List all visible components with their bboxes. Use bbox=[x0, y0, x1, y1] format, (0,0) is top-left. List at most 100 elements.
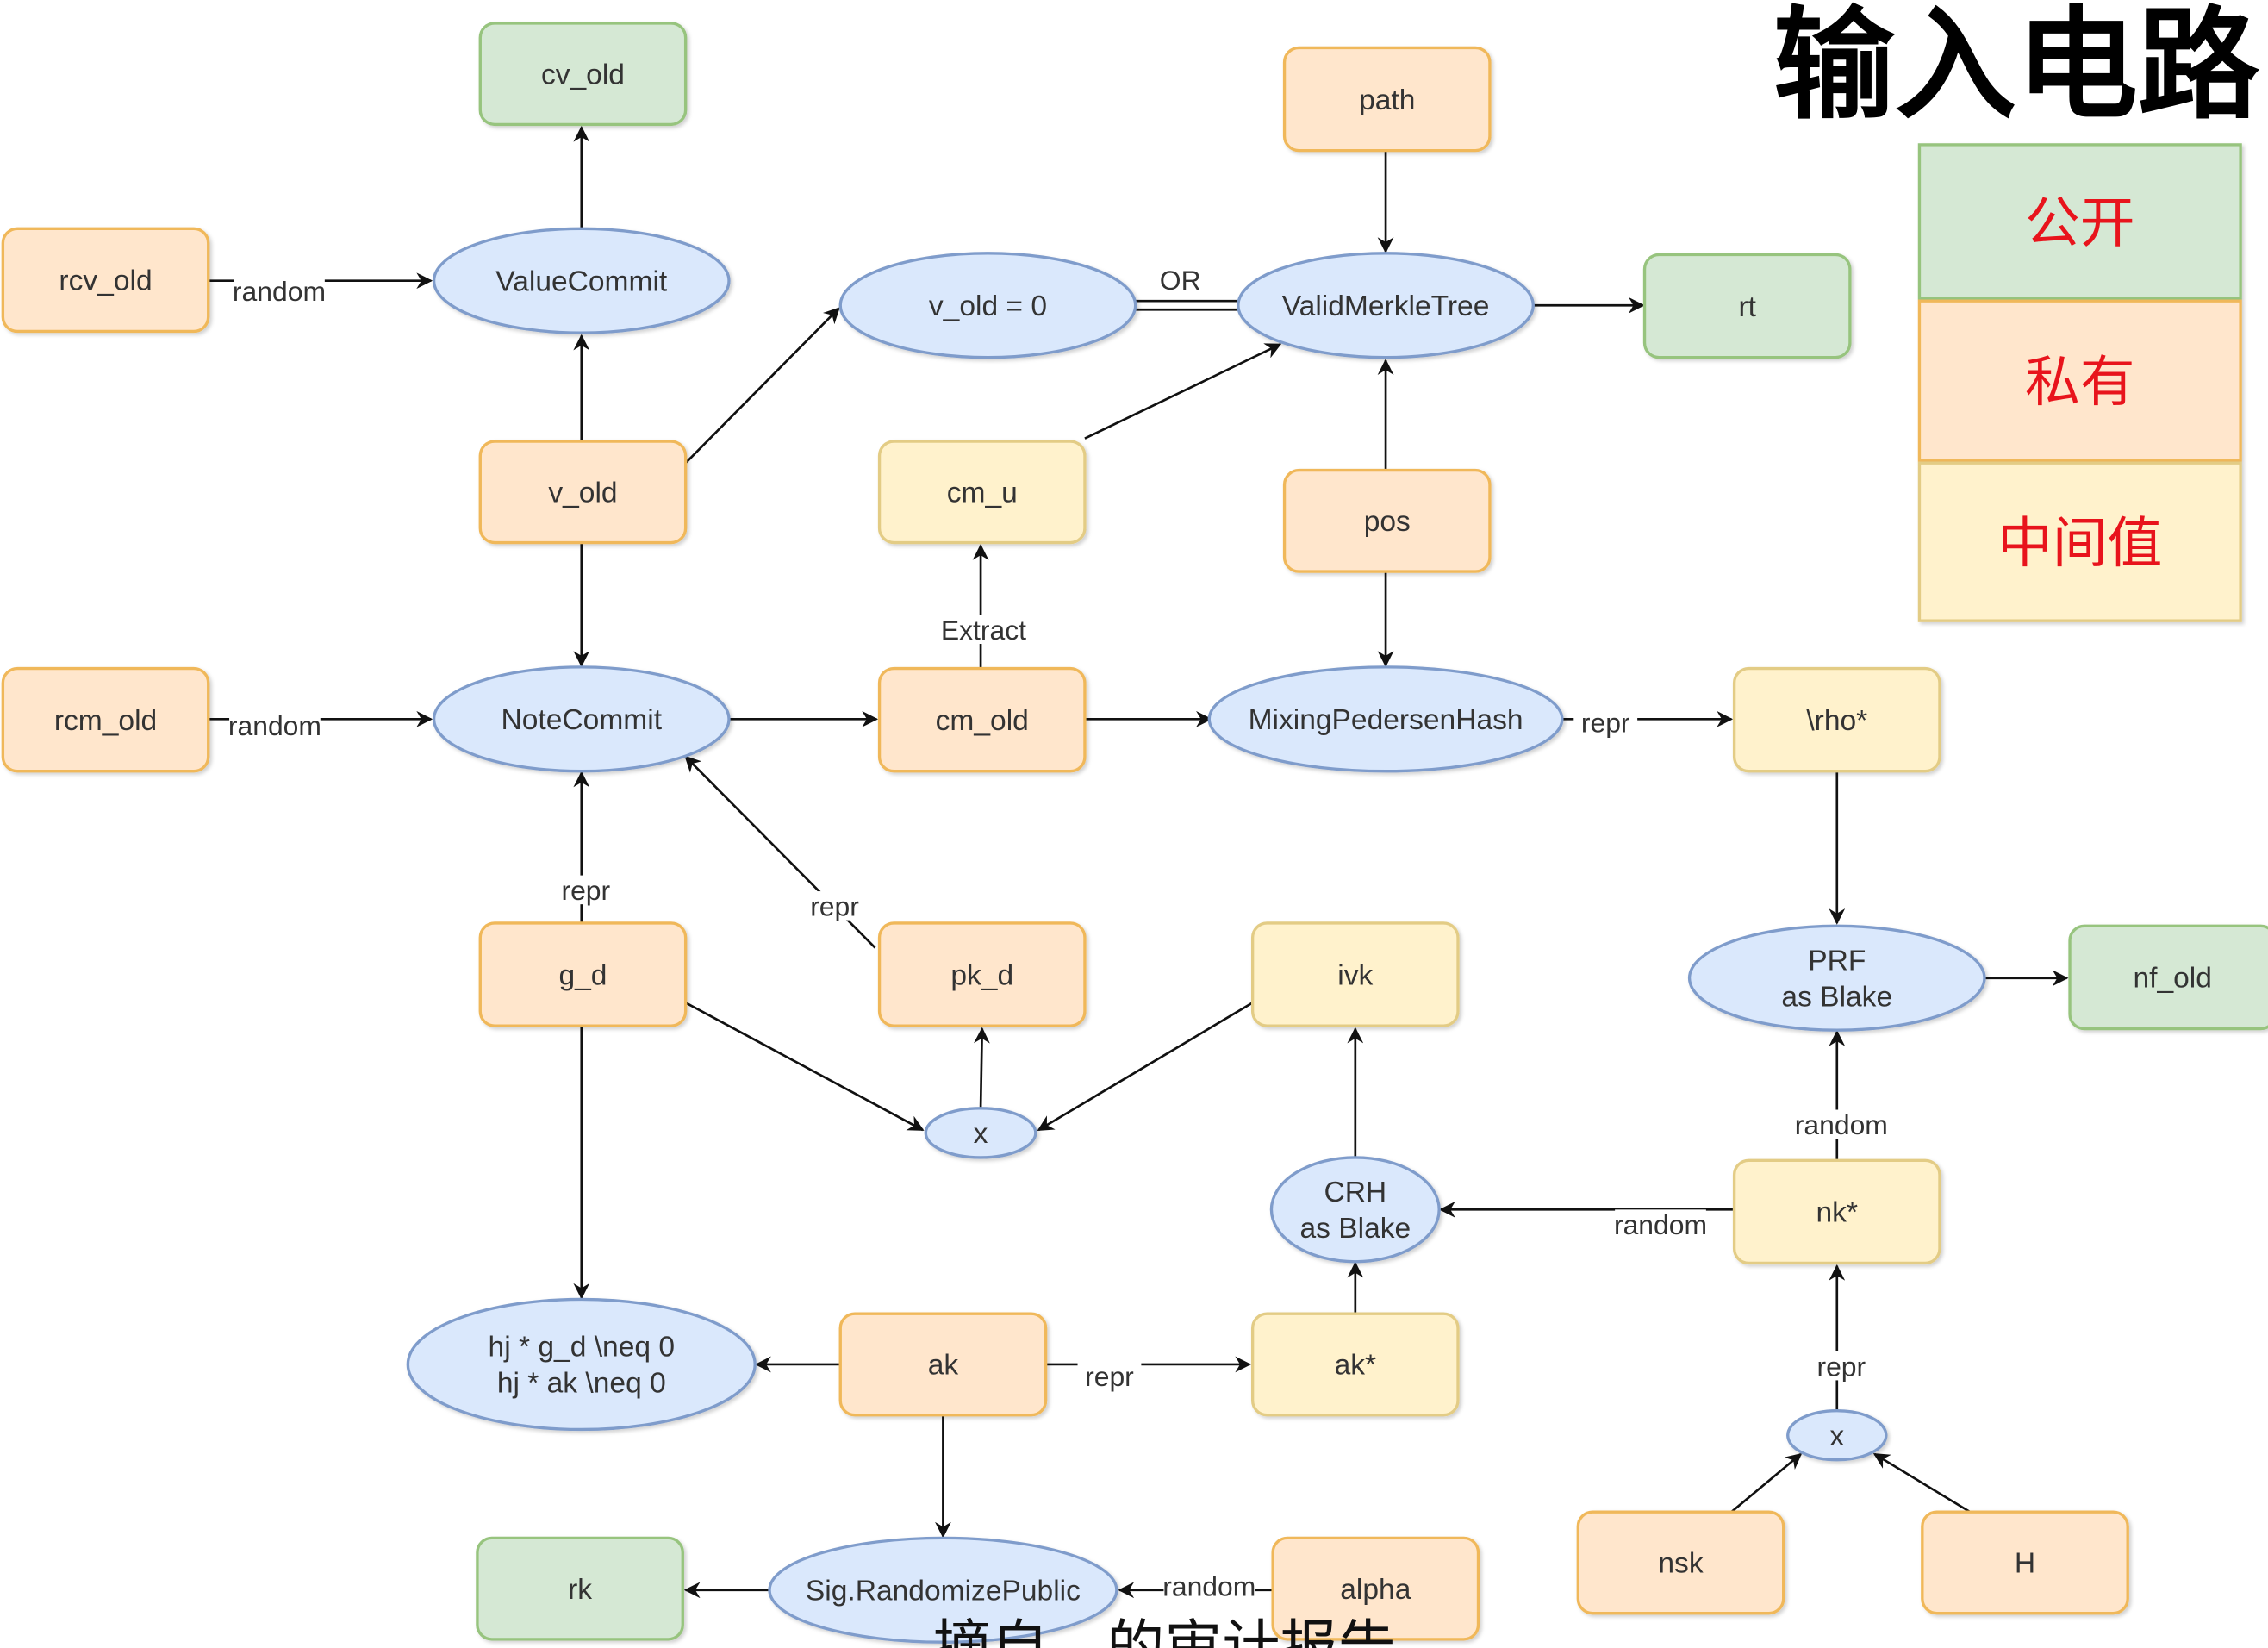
node-label: cv_old bbox=[541, 59, 625, 91]
node-box bbox=[1732, 666, 1941, 773]
node-cm_old[interactable]: cm_old bbox=[877, 666, 1087, 773]
node-box bbox=[1250, 921, 1460, 1027]
node-cm_u[interactable]: cm_u bbox=[877, 440, 1087, 545]
edge-v_old_zero-to-ValidMerkleTree: OR bbox=[1135, 265, 1240, 311]
node-ak[interactable]: ak bbox=[838, 1312, 1048, 1417]
legend-swatch bbox=[1917, 143, 2242, 300]
node-SigRand[interactable]: Sig.RandomizePublic bbox=[768, 1536, 1118, 1644]
edge-label: repr bbox=[1085, 1361, 1134, 1392]
node-g_d[interactable]: g_d bbox=[478, 921, 688, 1027]
edge-H-to-x2 bbox=[1872, 1452, 1971, 1514]
node-label: pos bbox=[1364, 506, 1411, 538]
edge-label: OR bbox=[1160, 265, 1201, 296]
edge-label: random bbox=[1162, 1571, 1256, 1602]
node-label: MixingPedersenHash bbox=[1249, 704, 1523, 736]
node-box bbox=[877, 921, 1087, 1027]
legend-item-intermediate: 中间值 bbox=[1917, 461, 2242, 622]
node-v_old[interactable]: v_old bbox=[478, 440, 688, 545]
node-label: nsk bbox=[1658, 1548, 1703, 1580]
node-box bbox=[877, 666, 1087, 773]
legend-label: 中间值 bbox=[1997, 512, 2162, 576]
node-box bbox=[1282, 468, 1492, 573]
node-box bbox=[476, 1536, 684, 1641]
node-ValidMerkleTree[interactable]: ValidMerkleTree bbox=[1237, 252, 1535, 359]
node-ValueCommit[interactable]: ValueCommit bbox=[432, 227, 731, 334]
node-ellipse bbox=[1207, 665, 1564, 773]
node-box bbox=[877, 440, 1087, 545]
node-x1[interactable]: x bbox=[924, 1107, 1037, 1159]
node-path[interactable]: path bbox=[1282, 46, 1492, 153]
node-cv_old[interactable]: cv_old bbox=[478, 22, 688, 127]
node-label: Sig.RandomizePublic bbox=[806, 1576, 1081, 1607]
node-label: ak* bbox=[1335, 1350, 1377, 1382]
node-ellipse bbox=[1687, 924, 1986, 1032]
node-box bbox=[1642, 253, 1852, 359]
edge-nk-to-PRF: random bbox=[1795, 1029, 1888, 1161]
edge-x2-to-nk: repr bbox=[1809, 1264, 1873, 1411]
node-label: x bbox=[974, 1118, 988, 1150]
node-ellipse bbox=[924, 1107, 1037, 1159]
edge-alpha-to-SigRand: random bbox=[1118, 1571, 1274, 1602]
node-nsk[interactable]: nsk bbox=[1576, 1510, 1785, 1615]
node-nf_old[interactable]: nf_old bbox=[2068, 924, 2268, 1031]
node-rcv_old[interactable]: rcv_old bbox=[1, 227, 210, 334]
edge-label-bg bbox=[1809, 1351, 1873, 1381]
edge-label: repr bbox=[561, 875, 610, 906]
node-x2[interactable]: x bbox=[1786, 1408, 1888, 1462]
edge-g_d-to-NoteCommit: repr bbox=[553, 771, 618, 923]
node-box bbox=[1732, 1158, 1941, 1265]
node-MixingPedersenHash[interactable]: MixingPedersenHash bbox=[1207, 665, 1564, 773]
node-label: nf_old bbox=[2133, 963, 2211, 995]
node-alpha[interactable]: alpha bbox=[1271, 1536, 1480, 1641]
edge-label: repr bbox=[1581, 707, 1630, 738]
edge-label: random bbox=[1795, 1109, 1888, 1140]
nodes-layer: cv_old rcv_old ValueCommit v_old = 0 ValidMe… bbox=[1, 22, 2268, 1644]
node-pos[interactable]: pos bbox=[1282, 468, 1492, 573]
edge-label-bg bbox=[931, 615, 1037, 645]
edge-label-bg bbox=[234, 276, 325, 306]
node-box bbox=[478, 921, 688, 1027]
node-label: ValueCommit bbox=[495, 265, 668, 297]
node-ellipse bbox=[432, 665, 731, 773]
node-NoteCommit[interactable]: NoteCommit bbox=[432, 665, 731, 773]
node-ellipse bbox=[768, 1536, 1118, 1644]
node-ivk[interactable]: ivk bbox=[1250, 921, 1460, 1027]
source-caption: 摘自…的审计报告 bbox=[933, 1614, 1396, 1648]
node-ak_star[interactable]: ak* bbox=[1250, 1312, 1460, 1417]
edge-label-bg bbox=[1077, 1361, 1142, 1391]
node-v_old_zero[interactable]: v_old = 0 bbox=[838, 252, 1137, 359]
node-rho[interactable]: \rho* bbox=[1732, 666, 1941, 773]
node-box bbox=[478, 22, 688, 127]
node-label: cm_u bbox=[947, 478, 1018, 509]
node-box bbox=[2068, 924, 2268, 1031]
node-rt[interactable]: rt bbox=[1642, 253, 1852, 359]
node-box bbox=[1250, 1312, 1460, 1417]
node-pk_d[interactable]: pk_d bbox=[877, 921, 1087, 1027]
legend-item-public: 公开 bbox=[1917, 143, 2242, 300]
edge-pk_d-to-NoteCommit: repr bbox=[684, 755, 876, 949]
node-ellipse bbox=[406, 1297, 757, 1432]
node-label: rcv_old bbox=[59, 265, 152, 297]
edge-x1-to-pk_d bbox=[974, 1027, 990, 1108]
node-ellipse bbox=[432, 227, 731, 334]
node-ellipse bbox=[838, 252, 1137, 359]
node-H[interactable]: H bbox=[1921, 1510, 2129, 1615]
edge-label-bg bbox=[1795, 1109, 1887, 1139]
node-rcm_old[interactable]: rcm_old bbox=[1, 666, 210, 773]
edge-label: random bbox=[233, 276, 326, 307]
edge-arrow bbox=[1037, 1002, 1254, 1132]
edge-arrow bbox=[1872, 1452, 1971, 1514]
node-label: v_old = 0 bbox=[929, 290, 1047, 322]
node-label: cm_old bbox=[936, 705, 1029, 737]
node-label: x bbox=[1829, 1420, 1844, 1452]
node-rk[interactable]: rk bbox=[476, 1536, 684, 1641]
node-box bbox=[1271, 1536, 1480, 1641]
node-nk[interactable]: nk* bbox=[1732, 1158, 1941, 1265]
